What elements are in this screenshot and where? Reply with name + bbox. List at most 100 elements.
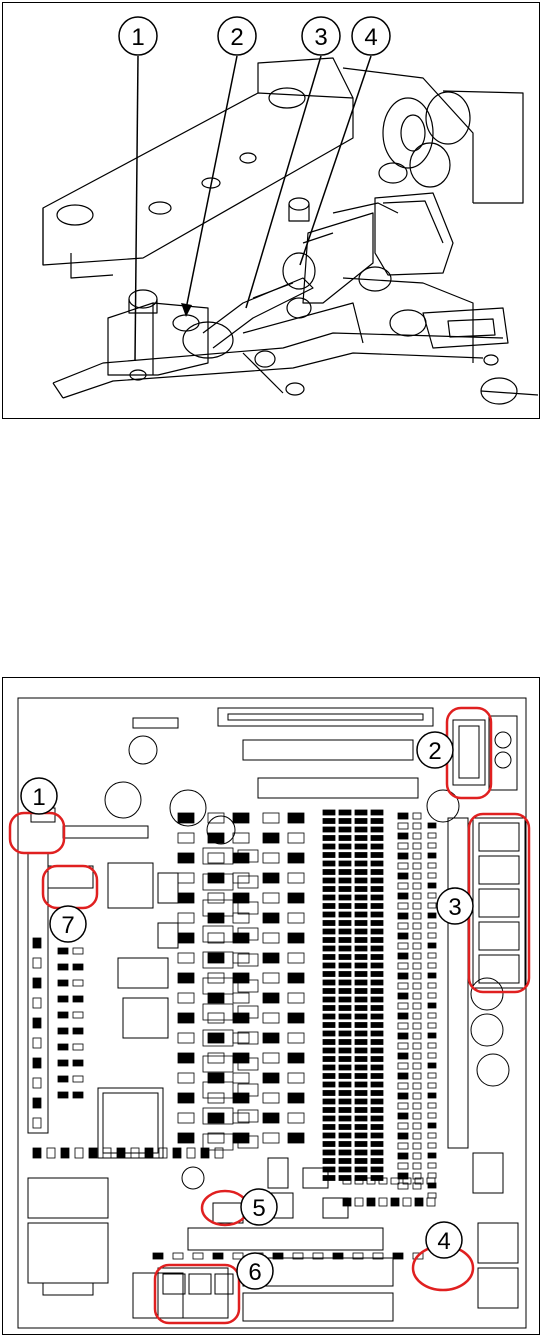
pcb-component <box>398 1003 408 1009</box>
pcb-component <box>371 1048 383 1053</box>
pcb-component <box>238 954 258 966</box>
pcb-component <box>263 833 279 843</box>
pcb-component <box>371 810 383 815</box>
pcb-component <box>263 853 279 863</box>
pcb-component <box>323 1150 335 1155</box>
pcb-component <box>398 993 408 999</box>
svg-text:6: 6 <box>248 1259 261 1286</box>
pcb-component <box>178 913 194 923</box>
pcb-component <box>371 921 383 926</box>
pcb-component <box>263 1013 279 1023</box>
pcb-component <box>208 953 224 963</box>
pcb-component <box>288 853 304 863</box>
pcb-component <box>355 989 367 994</box>
callout-3: 3 <box>302 17 340 55</box>
pcb-component <box>355 1057 367 1062</box>
pcb-component <box>355 844 367 849</box>
pcb-component <box>355 887 367 892</box>
pcb-component <box>371 1142 383 1147</box>
pcb-component <box>413 1093 421 1099</box>
pcb-component <box>233 1093 249 1103</box>
pcb-component <box>355 1167 367 1172</box>
pcb-component <box>355 929 367 934</box>
pcb-component <box>323 1099 335 1104</box>
pcb-component <box>398 863 408 869</box>
pcb-component <box>263 973 279 983</box>
pcb-component <box>339 1116 351 1121</box>
pcb-component <box>355 1082 367 1087</box>
pcb-component <box>355 1108 367 1113</box>
pcb-component <box>413 1163 421 1169</box>
svg-text:5: 5 <box>252 1195 265 1222</box>
pcb-component <box>398 843 408 849</box>
pcb-component <box>33 1098 41 1108</box>
pcb-component <box>73 948 83 954</box>
pcb-component <box>323 827 335 832</box>
pcb-component <box>323 921 335 926</box>
pcb-component <box>323 980 335 985</box>
pcb-component <box>339 1133 351 1138</box>
pcb-component <box>323 1116 335 1121</box>
pcb-component <box>428 913 436 918</box>
callout-2: 2 <box>417 732 453 768</box>
pcb-component <box>355 1099 367 1104</box>
pcb-component <box>355 810 367 815</box>
pcb-component <box>263 1133 279 1143</box>
pcb-component <box>428 923 436 928</box>
pcb-component <box>371 938 383 943</box>
pcb-component <box>398 923 408 929</box>
svg-text:7: 7 <box>61 912 74 939</box>
pcb-component <box>371 989 383 994</box>
pcb-component <box>323 963 335 968</box>
pcb-component <box>58 948 68 954</box>
svg-text:1: 1 <box>32 784 45 811</box>
pcb-component <box>428 823 436 828</box>
pcb-component <box>355 1040 367 1045</box>
pcb-component <box>339 1074 351 1079</box>
pcb-component <box>398 943 408 949</box>
pcb-component <box>371 1014 383 1019</box>
pcb-component <box>428 963 436 968</box>
pcb-component <box>398 1143 408 1149</box>
pcb-component <box>413 983 421 989</box>
pcb-component <box>208 853 224 863</box>
pcb-component <box>371 946 383 951</box>
pcb-component <box>208 993 224 1003</box>
pcb-component <box>371 1116 383 1121</box>
pcb-component <box>428 853 436 858</box>
pcb-component <box>323 938 335 943</box>
pcb-component <box>371 1023 383 1028</box>
pcb-component <box>339 989 351 994</box>
pcb-component <box>428 1153 436 1158</box>
pcb-component <box>413 893 421 899</box>
leader-line-2 <box>186 56 237 309</box>
pcb-component <box>428 993 436 998</box>
pcb-component <box>215 1148 223 1158</box>
pcb-component <box>428 1163 436 1168</box>
pcb-component <box>233 1133 249 1143</box>
pcb-component <box>355 946 367 951</box>
pcb-component <box>355 861 367 866</box>
pcb-component <box>339 1142 351 1147</box>
pcb-component <box>339 1150 351 1155</box>
pcb-component <box>355 878 367 883</box>
pcb-component <box>238 902 258 914</box>
pcb-component <box>33 1148 41 1158</box>
pcb-component <box>398 1053 408 1059</box>
pcb-component <box>323 844 335 849</box>
pcb-component <box>355 895 367 900</box>
pcb-component <box>371 1040 383 1045</box>
pcb-component <box>263 933 279 943</box>
pcb-component <box>233 853 249 863</box>
pcb-component <box>428 1073 436 1078</box>
pcb-component <box>413 833 421 839</box>
pcb-component <box>398 1073 408 1079</box>
pcb-component <box>428 1063 436 1068</box>
pcb-component <box>47 1148 55 1158</box>
relay-bank <box>473 818 525 988</box>
pcb-component <box>398 1123 408 1129</box>
pcb-component <box>323 810 335 815</box>
pcb-component <box>233 913 249 923</box>
svg-text:4: 4 <box>364 24 377 51</box>
pcb-component <box>428 1123 436 1128</box>
